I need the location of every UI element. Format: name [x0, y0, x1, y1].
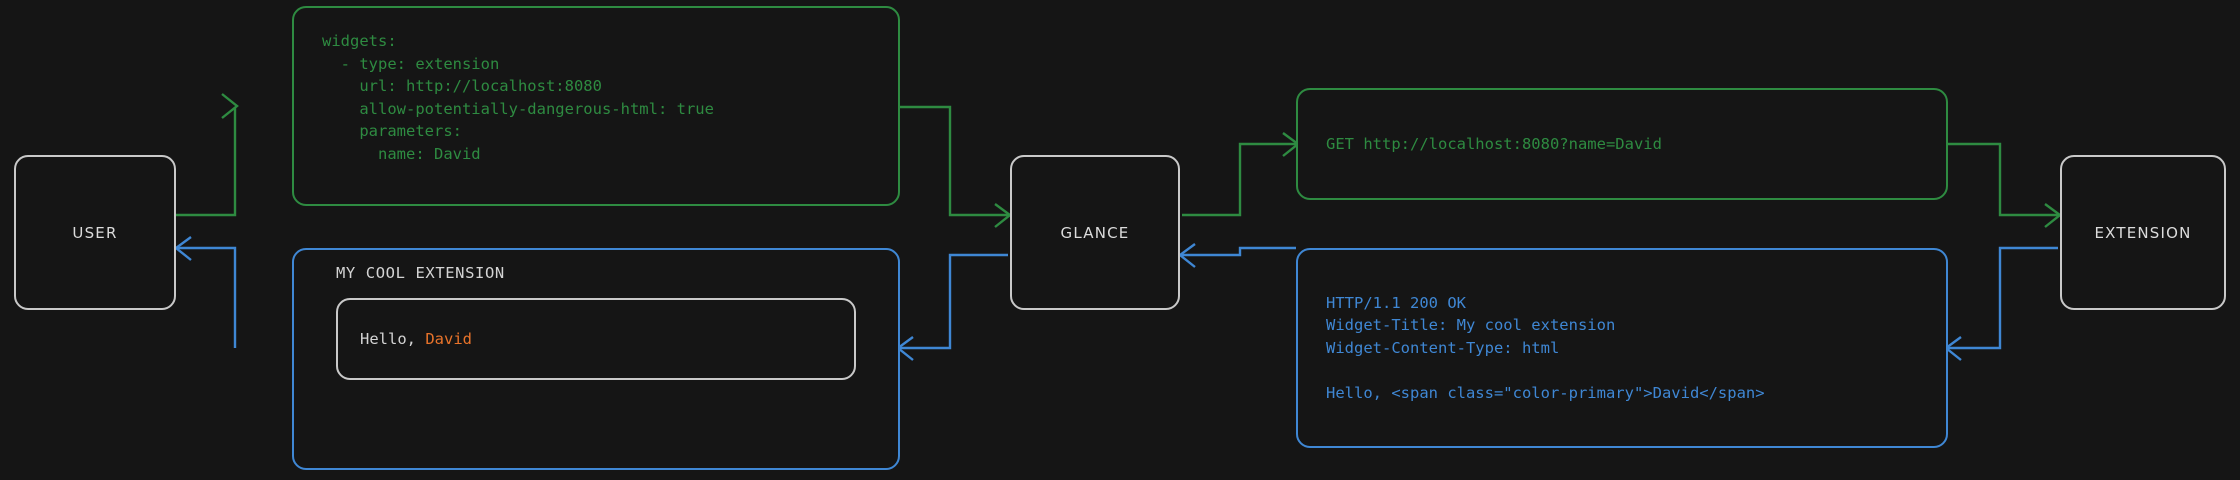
edge-response-to-glance: [1178, 243, 1296, 268]
edge-glance-to-widget: [896, 253, 1008, 361]
node-extension-label: EXTENSION: [2094, 223, 2192, 242]
node-extension[interactable]: EXTENSION: [2060, 155, 2226, 310]
edge-config-to-glance: [900, 105, 1012, 228]
config-yaml-box: widgets: - type: extension url: http://l…: [292, 6, 900, 206]
config-yaml-text: widgets: - type: extension url: http://l…: [322, 32, 714, 163]
edge-widget-to-user: [174, 236, 237, 348]
widget-preview-body: Hello, David: [360, 330, 472, 348]
http-request-text: GET http://localhost:8080?name=David: [1326, 134, 1662, 153]
widget-greeting-text: Hello,: [360, 330, 426, 348]
edge-request-to-extension: [1948, 142, 2062, 228]
node-glance[interactable]: GLANCE: [1010, 155, 1180, 310]
widget-preview-card: Hello, David: [336, 298, 856, 380]
http-request-box: GET http://localhost:8080?name=David: [1296, 88, 1948, 200]
widget-preview-title: MY COOL EXTENSION: [336, 264, 505, 282]
node-glance-label: GLANCE: [1060, 223, 1130, 242]
http-response-box: HTTP/1.1 200 OK Widget-Title: My cool ex…: [1296, 248, 1948, 448]
widget-name-value: David: [425, 330, 472, 348]
widget-preview-box: MY COOL EXTENSION Hello, David: [292, 248, 900, 470]
edge-user-to-config: [176, 93, 239, 217]
edge-glance-to-request: [1182, 132, 1300, 217]
edge-extension-to-response: [1944, 246, 2058, 361]
http-response-text: HTTP/1.1 200 OK Widget-Title: My cool ex…: [1326, 293, 1765, 402]
node-user-label: USER: [72, 223, 118, 242]
node-user[interactable]: USER: [14, 155, 176, 310]
